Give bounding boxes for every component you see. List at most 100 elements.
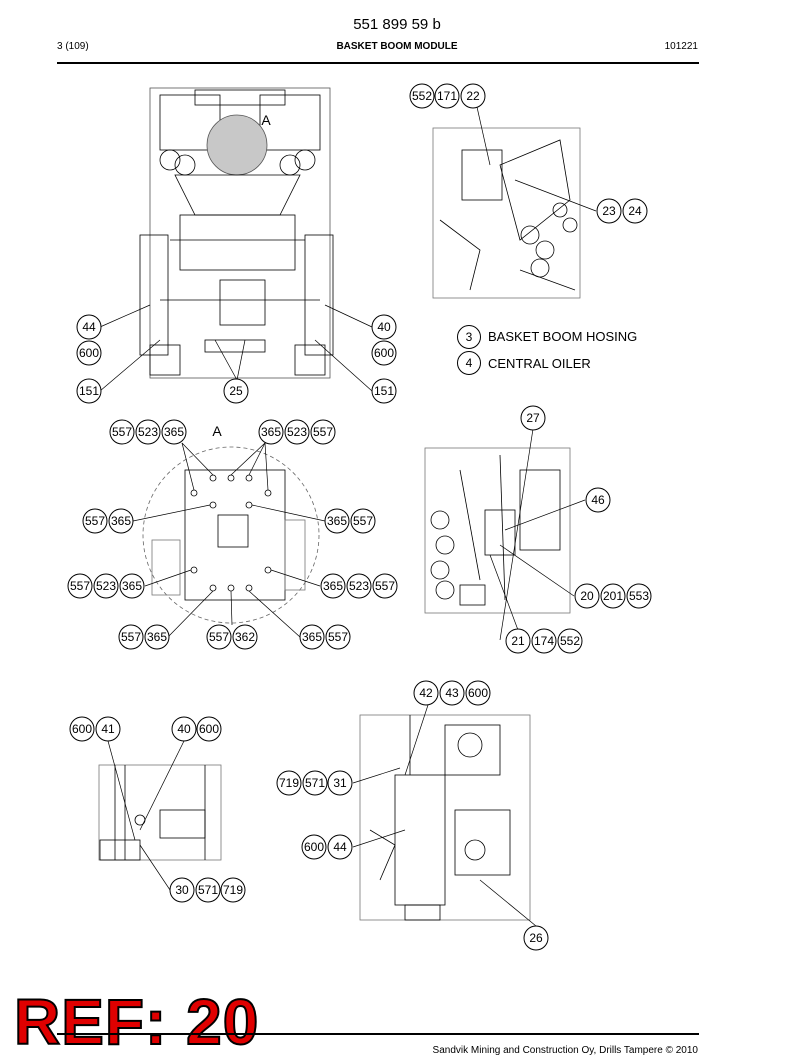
svg-text:46: 46 — [591, 493, 605, 507]
svg-text:557: 557 — [121, 630, 141, 644]
svg-text:523: 523 — [287, 425, 307, 439]
callout-40: 40 — [371, 314, 397, 340]
view-detail-a — [142, 446, 320, 624]
svg-text:719: 719 — [279, 776, 299, 790]
view-boom-side — [432, 127, 581, 299]
svg-text:557: 557 — [112, 425, 132, 439]
svg-text:25: 25 — [229, 384, 243, 398]
callout-362: 362 — [232, 624, 258, 650]
callout-171: 171 — [434, 83, 460, 109]
svg-text:201: 201 — [603, 589, 623, 603]
svg-text:40: 40 — [377, 320, 391, 334]
svg-text:23: 23 — [602, 204, 616, 218]
svg-text:30: 30 — [175, 883, 189, 897]
callout-42: 42 — [413, 680, 439, 706]
callout-201: 201 — [600, 583, 626, 609]
callout-600: 600 — [76, 340, 102, 366]
callout-40: 40 — [171, 716, 197, 742]
callout-600: 600 — [371, 340, 397, 366]
callout-600: 600 — [69, 716, 95, 742]
view-machine-front — [139, 87, 334, 379]
svg-text:365: 365 — [111, 514, 131, 528]
svg-text:557: 557 — [85, 514, 105, 528]
callout-151: 151 — [76, 378, 102, 404]
callout-30: 30 — [169, 877, 195, 903]
callout-523: 523 — [284, 419, 310, 445]
callout-719: 719 — [276, 770, 302, 796]
svg-text:44: 44 — [333, 840, 347, 854]
callout-365: 365 — [144, 624, 170, 650]
callout-552: 552 — [409, 83, 435, 109]
svg-text:40: 40 — [177, 722, 191, 736]
callout-26: 26 — [523, 925, 549, 951]
svg-text:571: 571 — [198, 883, 218, 897]
callout-557: 557 — [206, 624, 232, 650]
callout-719: 719 — [220, 877, 246, 903]
callout-31: 31 — [327, 770, 353, 796]
callout-44: 44 — [76, 314, 102, 340]
callout-553: 553 — [626, 583, 652, 609]
page-number: 3 (109) — [57, 41, 89, 52]
leader-lines — [99, 106, 597, 927]
svg-text:552: 552 — [412, 89, 432, 103]
svg-text:557: 557 — [209, 630, 229, 644]
svg-text:365: 365 — [302, 630, 322, 644]
svg-text:42: 42 — [419, 686, 433, 700]
callout-24: 24 — [622, 198, 648, 224]
svg-text:365: 365 — [323, 579, 343, 593]
callout-44: 44 — [327, 834, 353, 860]
callout-600: 600 — [196, 716, 222, 742]
callout-365: 365 — [258, 419, 284, 445]
callout-557: 557 — [82, 508, 108, 534]
svg-text:600: 600 — [468, 686, 488, 700]
legend-label: CENTRAL OILER — [488, 356, 591, 371]
svg-text:553: 553 — [629, 589, 649, 603]
svg-text:600: 600 — [72, 722, 92, 736]
svg-text:523: 523 — [96, 579, 116, 593]
svg-text:151: 151 — [79, 384, 99, 398]
svg-text:41: 41 — [101, 722, 115, 736]
footer-copyright: Sandvik Mining and Construction Oy, Dril… — [432, 1045, 698, 1056]
footer-rule — [57, 1033, 699, 1035]
callout-23: 23 — [596, 198, 622, 224]
svg-text:523: 523 — [138, 425, 158, 439]
svg-text:43: 43 — [445, 686, 459, 700]
callout-557: 557 — [109, 419, 135, 445]
svg-text:557: 557 — [353, 514, 373, 528]
callout-25: 25 — [223, 378, 249, 404]
callout-523: 523 — [346, 573, 372, 599]
svg-text:571: 571 — [305, 776, 325, 790]
callout-557: 557 — [310, 419, 336, 445]
callout-600: 600 — [465, 680, 491, 706]
svg-text:151: 151 — [374, 384, 394, 398]
svg-text:20: 20 — [580, 589, 594, 603]
view-label-detail-a: A — [212, 423, 222, 439]
svg-text:26: 26 — [529, 931, 543, 945]
svg-text:557: 557 — [328, 630, 348, 644]
callout-557: 557 — [350, 508, 376, 534]
svg-text:600: 600 — [79, 346, 99, 360]
callout-174: 174 — [531, 628, 557, 654]
callout-557: 557 — [372, 573, 398, 599]
svg-text:552: 552 — [560, 634, 580, 648]
legend-label: BASKET BOOM HOSING — [488, 329, 638, 344]
svg-text:27: 27 — [526, 411, 540, 425]
document-number: 551 899 59 b — [353, 16, 441, 33]
svg-text:600: 600 — [304, 840, 324, 854]
view-oiler — [424, 447, 571, 614]
svg-text:557: 557 — [313, 425, 333, 439]
svg-text:600: 600 — [374, 346, 394, 360]
callout-557: 557 — [325, 624, 351, 650]
svg-text:365: 365 — [327, 514, 347, 528]
svg-text:171: 171 — [437, 89, 457, 103]
svg-text:523: 523 — [349, 579, 369, 593]
view-label-a-marker: A — [261, 112, 271, 128]
callout-552: 552 — [557, 628, 583, 654]
svg-text:557: 557 — [375, 579, 395, 593]
svg-text:365: 365 — [164, 425, 184, 439]
callout-571: 571 — [302, 770, 328, 796]
callout-365: 365 — [119, 573, 145, 599]
svg-text:600: 600 — [199, 722, 219, 736]
callout-571: 571 — [195, 877, 221, 903]
